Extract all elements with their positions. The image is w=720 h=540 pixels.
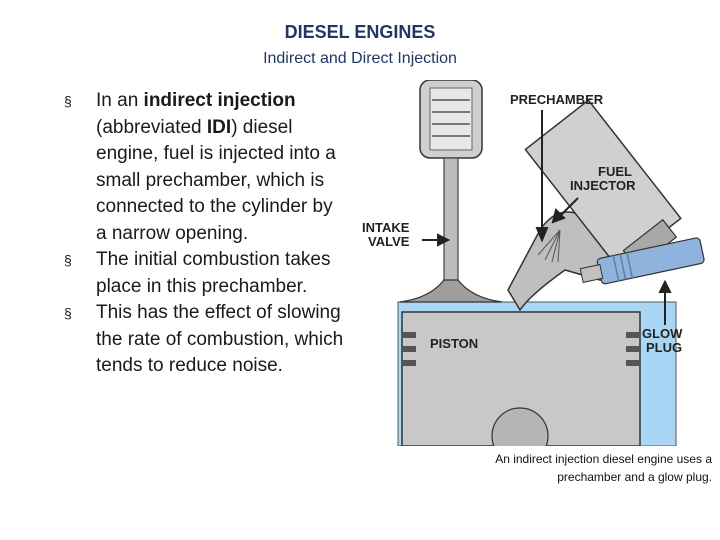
label-plug: PLUG xyxy=(646,340,682,355)
bullet-item: § In an indirect injection (abbreviated I… xyxy=(62,88,347,247)
caption-line-2: prechamber and a glow plug. xyxy=(557,470,712,484)
slide-subtitle: Indirect and Direct Injection xyxy=(263,50,457,67)
caption-line-1: An indirect injection diesel engine uses… xyxy=(495,452,712,466)
bullet-item: § This has the effect of slowing the rate… xyxy=(62,300,347,380)
bullet-marker: § xyxy=(64,93,72,109)
bullet-text: In an xyxy=(96,90,144,111)
bullet-emphasis: indirect injection xyxy=(143,90,296,111)
bullet-marker: § xyxy=(64,252,72,268)
label-prechamber: PRECHAMBER xyxy=(510,92,604,107)
label-piston: PISTON xyxy=(430,336,478,351)
bullet-list: § In an indirect injection (abbreviated I… xyxy=(62,88,347,380)
label-fuel: FUEL xyxy=(598,164,632,179)
intake-valve-head xyxy=(399,279,503,303)
bullet-item: § The initial combustion takes place in t… xyxy=(62,247,347,300)
label-valve: VALVE xyxy=(368,234,410,249)
bullet-text: This has the effect of slowing the rate … xyxy=(96,302,344,376)
diesel-engine-diagram: PRECHAMBER FUEL INJECTOR INTAKE VALVE PI… xyxy=(362,80,705,446)
bullet-text: The initial combustion takes place in th… xyxy=(96,249,331,297)
label-injector: INJECTOR xyxy=(570,178,636,193)
bullet-text: (abbreviated xyxy=(96,116,207,138)
intake-valve-stem xyxy=(443,157,459,299)
bullet-emphasis: IDI xyxy=(206,116,232,138)
label-intake: INTAKE xyxy=(362,220,410,235)
bullet-marker: § xyxy=(64,305,72,321)
bullet-text: ) diesel engine, fuel is injected into a… xyxy=(96,116,336,244)
label-glow: GLOW xyxy=(642,326,683,341)
figure-caption: An indirect injection diesel engine uses… xyxy=(400,450,712,486)
slide-title: DIESEL ENGINES xyxy=(284,22,436,42)
